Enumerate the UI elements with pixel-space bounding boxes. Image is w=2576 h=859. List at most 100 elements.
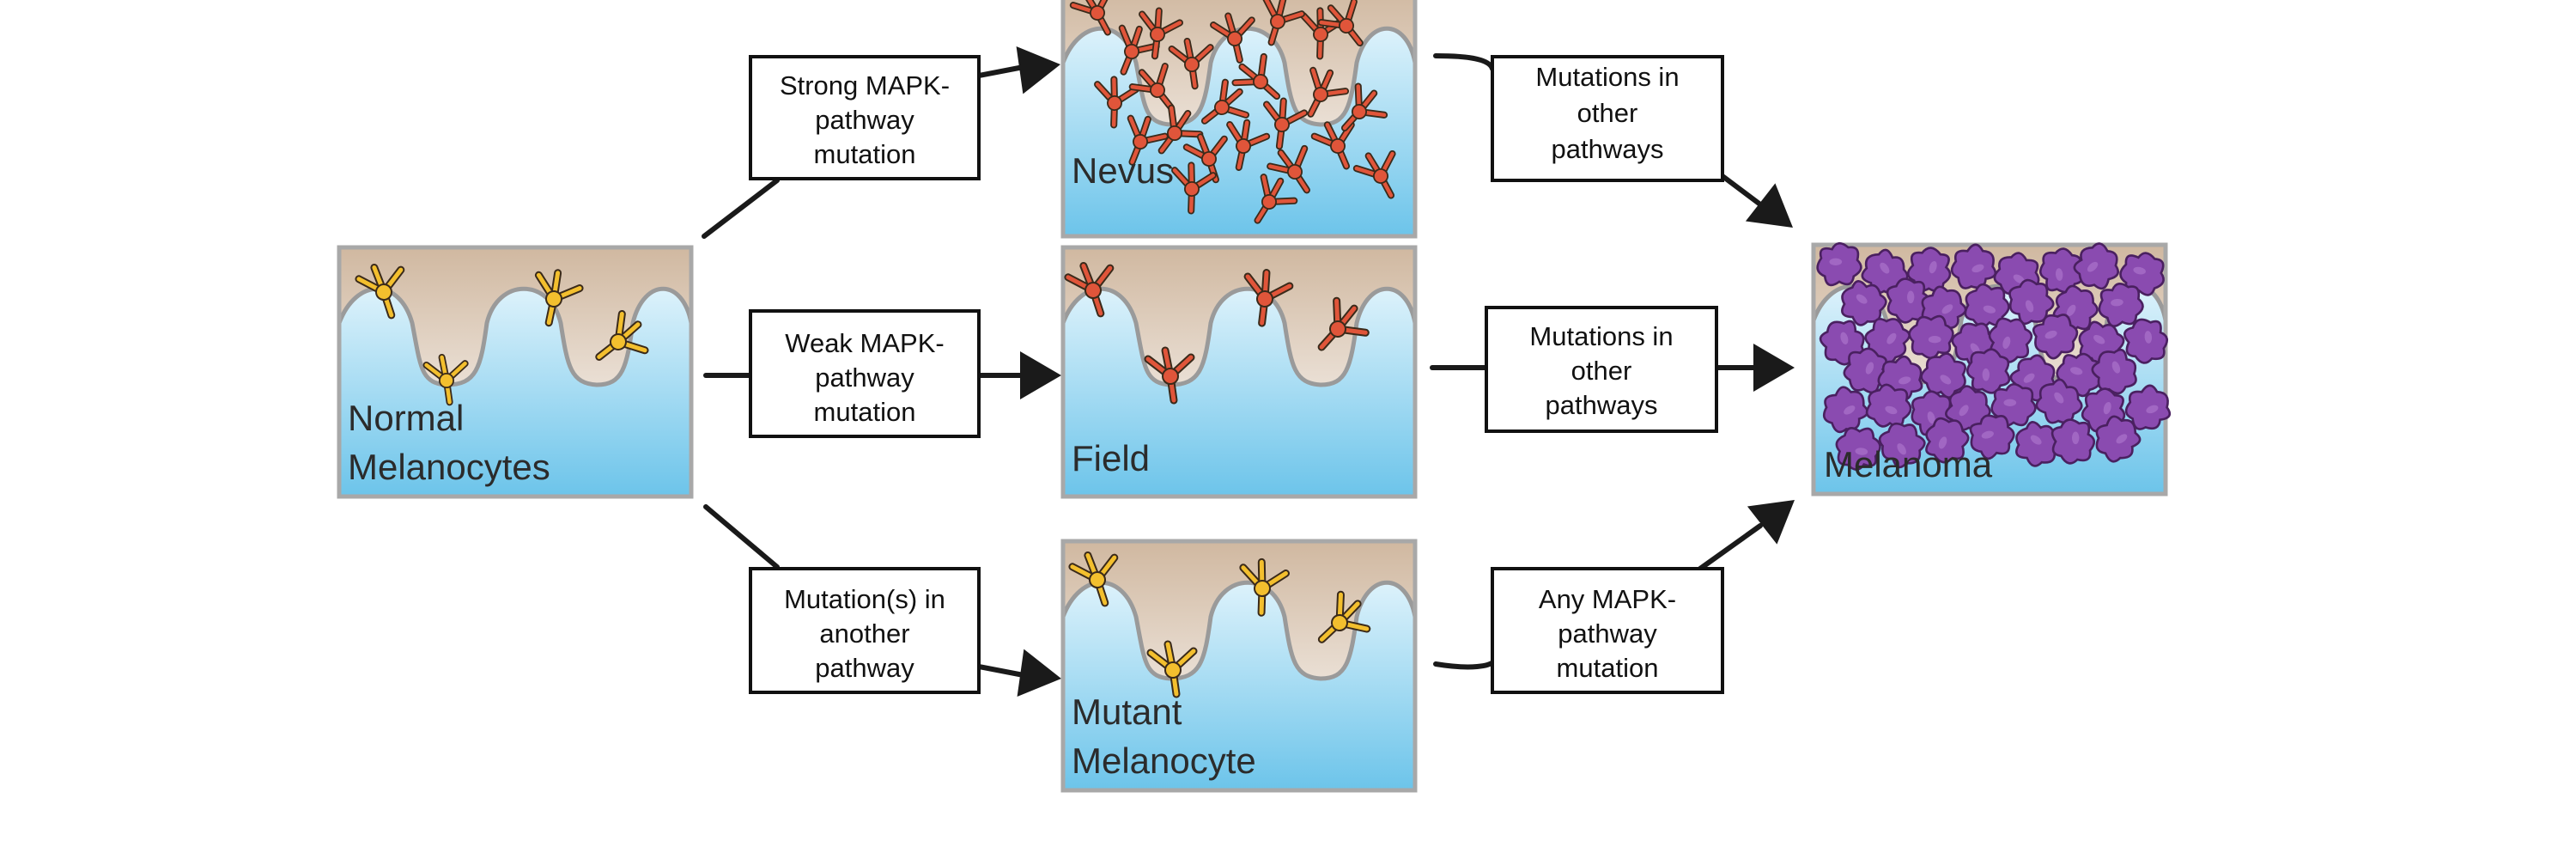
mutant-melanocyte-cell: [1068, 551, 1119, 607]
melanoma-cell: [2050, 418, 2096, 465]
nevus-cell: [1210, 12, 1255, 64]
box-weak-mapk-line2: pathway: [815, 362, 914, 393]
box-any-mapk: Any MAPK- pathway mutation: [1491, 567, 1724, 694]
nevus-cell: [1182, 133, 1228, 184]
normal-melanocyte-cell: [355, 263, 405, 320]
box-mutations-other-mid: Mutations in other pathways: [1485, 306, 1718, 433]
nevus-cell: [1128, 63, 1175, 112]
box-other-pathway-line2: another: [819, 618, 909, 649]
panel-melanoma: Melanoma: [1811, 241, 2172, 497]
nevus-cell: [1127, 114, 1169, 166]
normal-melanocyte-cell: [595, 309, 649, 361]
arrow-nevus-to-melanoma-icon: [1745, 183, 1793, 228]
melanoma-cell: [2123, 318, 2169, 364]
panel-label-mutant-2: Melanocyte: [1072, 740, 1256, 781]
box-weak-mapk-line3: mutation: [814, 397, 916, 427]
panel-label-mutant: Mutant: [1072, 691, 1182, 732]
connector-strong-to-nevus: [976, 64, 1026, 78]
panel-normal-melanocytes: Normal Melanocytes: [337, 245, 694, 499]
panel-mutant-melanocyte: Mutant Melanocyte: [1060, 539, 1418, 793]
melanoma-cell: [1920, 352, 1966, 399]
panel-label-normal: Normal: [348, 398, 464, 438]
nevus-cell: [1168, 37, 1214, 90]
nevus-cell: [1307, 66, 1350, 118]
panel-label-field: Field: [1072, 438, 1150, 478]
box-mut-mid-line2: other: [1571, 356, 1632, 386]
box-strong-mapk-line3: mutation: [814, 139, 916, 169]
panel-normal-tissue: [337, 245, 694, 499]
melanoma-cell: [1841, 280, 1887, 326]
field-cell: [1243, 268, 1294, 327]
connector-mutant-to-any-mapk: [1433, 659, 1497, 670]
mutant-melanocyte-cell: [1317, 590, 1371, 643]
panel-nevus-tissue: [1060, 0, 1418, 239]
panel-label-normal-2: Melanocytes: [348, 447, 550, 487]
connector-mut-top-to-melanoma: [1720, 174, 1763, 207]
mutant-melanocyte-cell: [1146, 640, 1198, 698]
panel-melanoma-tissue: [1811, 241, 2172, 497]
melanoma-cell: [1988, 317, 2033, 363]
box-mutations-other-top: Mutations in other pathways: [1491, 55, 1724, 182]
box-weak-mapk-line1: Weak MAPK-: [785, 328, 944, 358]
box-any-mapk-line1: Any MAPK-: [1539, 584, 1676, 614]
box-other-pathway-line3: pathway: [815, 653, 914, 683]
box-strong-mapk: Strong MAPK- pathway mutation: [749, 55, 981, 180]
melanoma-cell: [2098, 282, 2144, 327]
melanoma-cell: [1816, 241, 1862, 287]
melanoma-cell: [1908, 314, 1954, 360]
connector-normal-to-strong: [702, 178, 780, 239]
nevus-cell: [1157, 104, 1204, 155]
melanoma-cell: [1969, 414, 2015, 460]
nevus-cell: [1231, 52, 1281, 101]
nevus-cell: [1226, 119, 1271, 171]
box-other-pathway: Mutation(s) in another pathway: [749, 567, 981, 694]
nevus-cell: [1263, 97, 1309, 150]
field-cell: [1317, 296, 1370, 351]
box-any-mapk-line2: pathway: [1558, 618, 1657, 649]
nevus-cell: [1118, 24, 1160, 76]
connectors: [702, 46, 1795, 698]
panel-nevus: Nevus: [1060, 0, 1418, 239]
melanoma-cell: [2038, 247, 2084, 294]
melanoma-cell: [1964, 283, 2010, 328]
box-mut-top-line3: pathways: [1552, 134, 1664, 164]
mutant-melanocyte-cell: [1239, 557, 1290, 617]
arrow-to-field-icon: [1020, 351, 1061, 399]
box-mut-top-line1: Mutations in: [1535, 62, 1679, 92]
melanoma-cell: [2008, 278, 2055, 326]
melanoma-cell: [2091, 348, 2137, 395]
box-strong-mapk-line2: pathway: [815, 105, 914, 135]
nevus-cell: [1094, 76, 1139, 129]
box-any-mapk-line3: mutation: [1557, 653, 1659, 683]
normal-melanocyte-cell: [422, 353, 469, 406]
nevus-cell: [1139, 7, 1184, 60]
melanoma-cell: [2095, 415, 2142, 463]
box-mut-top-line2: other: [1577, 98, 1638, 128]
panel-field: Field: [1060, 245, 1418, 499]
panel-label-melanoma: Melanoma: [1824, 444, 1993, 484]
nevus-cell: [1262, 0, 1305, 46]
melanoma-cell: [1965, 348, 2011, 394]
melanoma-cell: [1925, 417, 1970, 464]
connector-other-to-mutant: [976, 664, 1026, 678]
melanoma-cell: [2015, 421, 2062, 467]
box-other-pathway-line1: Mutation(s) in: [784, 584, 945, 614]
nevus-cell: [1317, 0, 1364, 47]
nevus-cell: [1200, 78, 1249, 125]
panel-label-nevus: Nevus: [1072, 150, 1174, 191]
connector-nevus-to-mut-top: [1433, 53, 1495, 71]
nevus-cell: [1340, 82, 1388, 132]
panel-mutant-tissue: [1060, 539, 1418, 793]
panel-field-tissue: [1060, 245, 1418, 499]
nevus-cell: [1267, 144, 1310, 194]
box-mut-mid-line1: Mutations in: [1529, 321, 1673, 351]
box-strong-mapk-line1: Strong MAPK-: [780, 70, 950, 101]
connector-any-mapk-to-melanoma: [1698, 523, 1763, 571]
melanoma-cell: [1822, 386, 1869, 434]
normal-melanocyte-cell: [534, 269, 584, 327]
arrow-mutant-to-melanoma-icon: [1747, 500, 1795, 545]
melanoma-cell: [2124, 384, 2172, 430]
field-cell: [1144, 346, 1195, 405]
melanoma-cell: [1950, 243, 1997, 289]
